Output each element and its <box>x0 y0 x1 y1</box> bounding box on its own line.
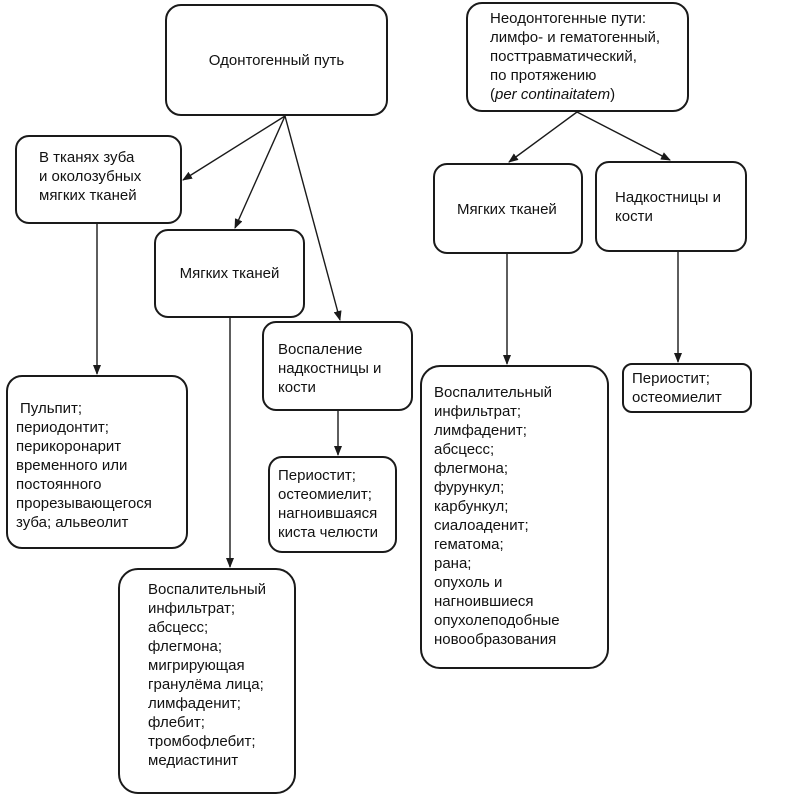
disease-item: новообразования <box>434 631 557 648</box>
disease-item: инфильтрат; <box>434 403 522 420</box>
box-soft-tissues-non-odontogenic: Мягких тканей <box>433 163 583 254</box>
disease-item: Пульпит; <box>20 400 83 417</box>
box-periosteum-bone-non-odontogenic: Надкостницы и кости <box>595 161 747 252</box>
disease-item: карбункул; <box>434 498 509 515</box>
box-line: мягких тканей <box>39 187 137 204</box>
disease-item: постоянного <box>16 476 102 493</box>
disease-item: фурункул; <box>434 479 505 496</box>
disease-item: перикоронарит <box>16 438 122 455</box>
disease-item: тромбофлебит; <box>148 733 256 750</box>
latin-term: per continaitatem <box>495 86 611 103</box>
disease-item: инфильтрат; <box>148 600 236 617</box>
box-odontogenic-path: Одонтогенный путь <box>165 4 388 116</box>
box-diseases-soft-tissues-non-odontogenic: Воспалительный инфильтрат; лимфаденит; а… <box>420 365 609 669</box>
disease-item: остеомиелит; <box>278 486 372 503</box>
box-line: лимфо- и гематогенный, <box>490 29 661 46</box>
box-tooth-and-periodontal-tissues: В тканях зуба и околозубных мягких ткане… <box>15 135 182 224</box>
disease-item: флебит; <box>148 714 205 731</box>
disease-item: Воспалительный <box>148 581 267 598</box>
box-line: Одонтогенный путь <box>208 51 345 69</box>
disease-item: сиалоаденит; <box>434 517 529 534</box>
box-line: Неодонтогенные пути: <box>490 10 646 27</box>
disease-item: медиастинит <box>148 752 239 769</box>
disease-item: флегмона; <box>434 460 509 477</box>
disease-item: гематома; <box>434 536 504 553</box>
box-line: Воспаление <box>278 341 363 358</box>
box-line: кости <box>278 379 316 396</box>
arrow-non-odontogenic-to-periosteum <box>576 111 671 161</box>
disease-item: зуба; альвеолит <box>16 514 129 531</box>
box-line: Мягких тканей <box>179 265 280 282</box>
disease-item: абсцесс; <box>434 441 495 458</box>
box-diseases-periosteum-non-odontogenic: Периостит; остеомиелит <box>622 363 752 413</box>
disease-item: опухоль и <box>434 574 503 591</box>
box-line: В тканях зуба <box>39 149 135 166</box>
arrow-odontogenic-to-periosteum <box>284 115 342 321</box>
disease-item: абсцесс; <box>148 619 209 636</box>
box-line: надкостницы и <box>278 360 382 377</box>
box-soft-tissues-odontogenic: Мягких тканей <box>154 229 305 318</box>
arrow-odontogenic-to-tooth-tissues <box>182 115 286 181</box>
disease-item: остеомиелит <box>632 389 722 406</box>
disease-item: мигрирующая <box>148 657 245 674</box>
box-diseases-tooth-tissues: Пульпит; периодонтит; перикоронарит врем… <box>6 375 188 549</box>
box-line: кости <box>615 208 653 225</box>
disease-item: нагноившаяся <box>278 505 378 522</box>
disease-item: прорезывающегося <box>16 495 152 512</box>
box-line: и околозубных <box>39 168 142 185</box>
box-line-latin: (per continaitatem) <box>490 85 687 104</box>
disease-item: гранулёма лица; <box>148 676 264 693</box>
latin-open-paren: ( <box>490 86 495 103</box>
box-line: посттравматический, <box>490 48 637 65</box>
arrow-odontogenic-to-soft-tissues <box>234 115 286 229</box>
latin-close-paren: ) <box>610 86 616 103</box>
box-diseases-periosteum-odontogenic: Периостит; остеомиелит; нагноившаяся кис… <box>268 456 397 553</box>
arrow-non-odontogenic-to-soft-tissues <box>508 111 578 163</box>
box-line: Надкостницы и <box>615 189 721 206</box>
disease-item: лимфаденит; <box>434 422 527 439</box>
box-periosteum-bone-inflammation: Воспаление надкостницы и кости <box>262 321 413 411</box>
disease-item: рана; <box>434 555 472 572</box>
disease-item: Периостит; <box>278 467 356 484</box>
box-line: Мягких тканей <box>457 201 557 218</box>
box-line: по протяжению <box>490 67 597 84</box>
box-diseases-soft-tissues-odontogenic: Воспалительный инфильтрат; абсцесс; флег… <box>118 568 296 794</box>
disease-item: лимфаденит; <box>148 695 241 712</box>
box-odontogenic-path-text: Одонтогенный путь <box>209 51 344 70</box>
disease-item: нагноившиеся <box>434 593 534 610</box>
disease-item: Периостит; <box>632 370 710 387</box>
disease-item: периодонтит; <box>16 419 109 436</box>
disease-item: флегмона; <box>148 638 223 655</box>
disease-item: Воспалительный <box>434 384 553 401</box>
box-non-odontogenic-paths: Неодонтогенные пути: лимфо- и гематогенн… <box>466 2 689 112</box>
disease-item: опухолеподобные <box>434 612 560 629</box>
disease-item: временного или <box>16 457 128 474</box>
disease-item: киста челюсти <box>278 524 379 541</box>
